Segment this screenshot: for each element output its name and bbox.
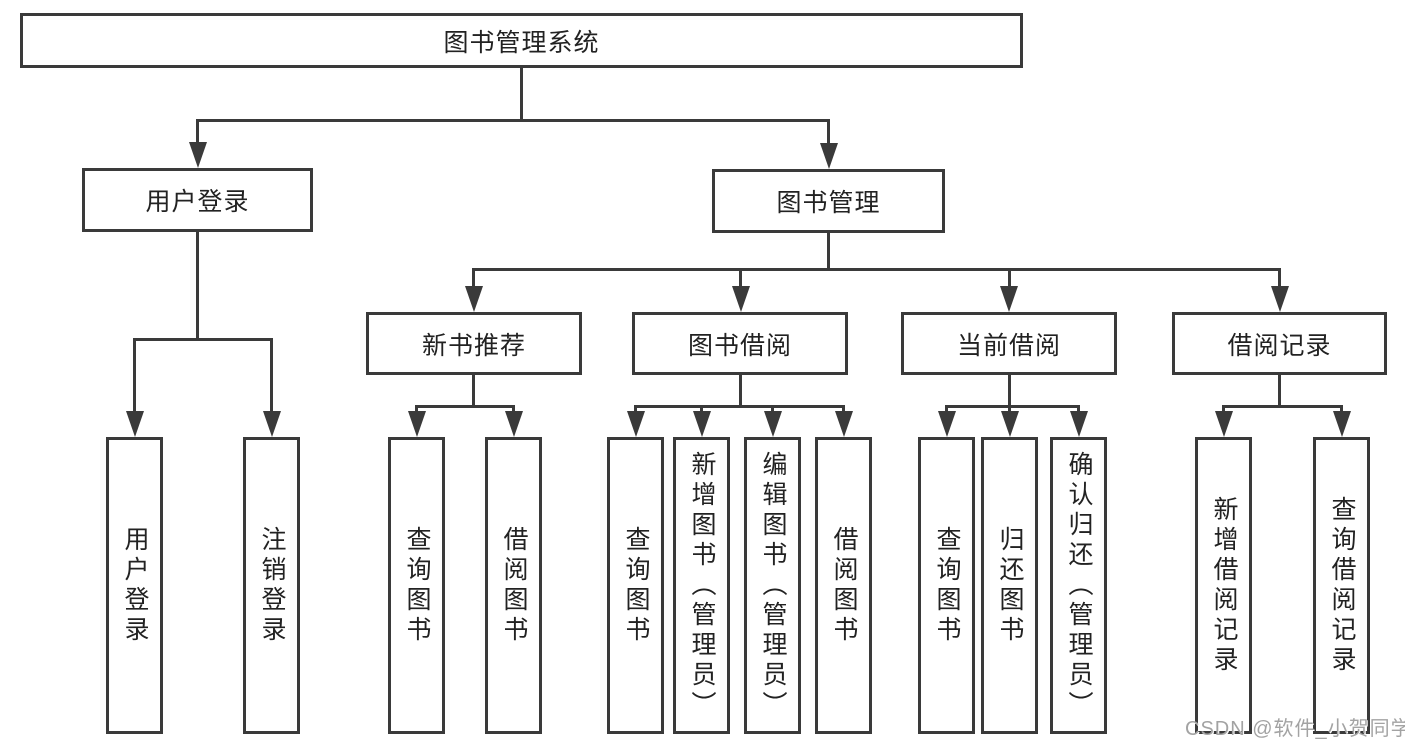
arrow-down-current-borrow xyxy=(1000,286,1018,312)
connector-drop-leaf-user-login xyxy=(133,338,136,415)
leaf-query-books-current-label: 查询图书 xyxy=(933,525,961,646)
leaf-query-books-recommend-label: 查询图书 xyxy=(403,525,431,646)
connector-drop xyxy=(634,405,637,415)
leaf-query-books-borrowing: 查询图书 xyxy=(607,437,664,734)
connector-current-borrow-stem xyxy=(1008,375,1011,408)
leaf-query-books-current: 查询图书 xyxy=(918,437,975,734)
connector-book-mgmt-bus xyxy=(472,268,1281,271)
connector-book-mgmt-stem xyxy=(827,233,830,271)
arrow-down-borrow-records xyxy=(1271,286,1289,312)
node-borrowing-records-label: 借阅记录 xyxy=(1227,331,1332,360)
leaf-query-books-recommend: 查询图书 xyxy=(388,437,445,734)
leaf-borrow-books-recommend-label: 借阅图书 xyxy=(500,525,528,646)
leaf-borrow-books-borrowing-label: 借阅图书 xyxy=(830,525,858,646)
connector-borrow-records-stem xyxy=(1278,375,1281,408)
node-book-borrowing-label: 图书借阅 xyxy=(687,331,792,360)
leaf-user-login: 用户登录 xyxy=(106,437,163,734)
connector-drop xyxy=(771,405,774,415)
leaf-user-login-label: 用户登录 xyxy=(121,525,149,646)
node-user-login-branch-label: 用户登录 xyxy=(145,188,250,216)
arrow-down-book-mgmt xyxy=(820,143,838,169)
connector-drop-borrow-records xyxy=(1278,268,1281,292)
arrow-down xyxy=(1333,411,1351,437)
leaf-add-borrow-record: 新增借阅记录 xyxy=(1195,437,1252,734)
node-book-management-label: 图书管理 xyxy=(776,189,881,217)
leaf-query-borrow-record: 查询借阅记录 xyxy=(1313,437,1370,734)
connector-drop xyxy=(842,405,845,415)
connector-drop-current-borrow xyxy=(1008,268,1011,292)
leaf-query-books-borrowing-label: 查询图书 xyxy=(622,525,650,646)
arrow-down xyxy=(408,411,426,437)
node-new-book-recommend: 新书推荐 xyxy=(366,312,582,375)
arrow-down xyxy=(505,411,523,437)
leaf-logout-label: 注销登录 xyxy=(258,525,286,646)
leaf-confirm-return-admin: 确认归还（管理员） xyxy=(1050,437,1107,734)
connector-user-login-stem xyxy=(196,232,199,341)
connector-book-borrow-stem xyxy=(739,375,742,408)
leaf-add-borrow-record-label: 新增借阅记录 xyxy=(1210,495,1238,676)
connector-drop xyxy=(1340,405,1343,415)
arrow-down xyxy=(835,411,853,437)
node-borrowing-records: 借阅记录 xyxy=(1172,312,1387,375)
leaf-borrow-books-recommend: 借阅图书 xyxy=(485,437,542,734)
connector-drop xyxy=(415,405,418,415)
arrow-down-leaf-logout xyxy=(263,411,281,437)
connector-drop xyxy=(700,405,703,415)
arrow-down xyxy=(627,411,645,437)
leaf-edit-book-admin: 编辑图书（管理员） xyxy=(744,437,801,734)
leaf-return-books: 归还图书 xyxy=(981,437,1038,734)
connector-user-login-bus xyxy=(133,338,273,341)
arrow-down xyxy=(1070,411,1088,437)
node-library-system: 图书管理系统 xyxy=(20,13,1023,68)
connector-drop xyxy=(512,405,515,415)
node-library-system-label: 图书管理系统 xyxy=(443,28,600,57)
node-current-borrowing-label: 当前借阅 xyxy=(956,331,1061,360)
connector-drop xyxy=(1008,405,1011,415)
connector-drop-user-login xyxy=(196,119,199,147)
node-user-login-branch: 用户登录 xyxy=(82,168,313,232)
connector-drop-new-book xyxy=(472,268,475,292)
arrow-down xyxy=(693,411,711,437)
connector-drop-book-mgmt xyxy=(827,119,830,147)
arrow-down-book-borrow xyxy=(732,286,750,312)
connector-drop xyxy=(1077,405,1080,415)
connector-drop-book-borrow xyxy=(739,268,742,292)
connector-drop-leaf-logout xyxy=(270,338,273,415)
arrow-down xyxy=(1215,411,1233,437)
leaf-return-books-label: 归还图书 xyxy=(996,525,1024,646)
connector-root-stem xyxy=(520,68,523,122)
arrow-down-user-login xyxy=(189,142,207,168)
arrow-down xyxy=(938,411,956,437)
connector-borrow-records-bus xyxy=(1222,405,1343,408)
connector-drop xyxy=(945,405,948,415)
arrow-down-new-book xyxy=(465,286,483,312)
arrow-down-leaf-user-login xyxy=(126,411,144,437)
csdn-watermark: CSDN @软件_小贺同学 xyxy=(1185,718,1405,740)
leaf-query-borrow-record-label: 查询借阅记录 xyxy=(1328,495,1356,676)
connector-current-borrow-bus xyxy=(945,405,1080,408)
connector-new-book-bus xyxy=(415,405,515,408)
connector-root-bus xyxy=(196,119,830,122)
leaf-add-book-admin: 新增图书（管理员） xyxy=(673,437,730,734)
node-book-borrowing: 图书借阅 xyxy=(632,312,848,375)
connector-book-borrow-bus xyxy=(634,405,845,408)
leaf-borrow-books-borrowing: 借阅图书 xyxy=(815,437,872,734)
leaf-confirm-return-admin-label: 确认归还（管理员） xyxy=(1065,450,1093,721)
connector-drop xyxy=(1222,405,1225,415)
leaf-add-book-admin-label: 新增图书（管理员） xyxy=(688,450,716,721)
leaf-edit-book-admin-label: 编辑图书（管理员） xyxy=(759,450,787,721)
arrow-down xyxy=(764,411,782,437)
arrow-down xyxy=(1001,411,1019,437)
leaf-logout: 注销登录 xyxy=(243,437,300,734)
connector-new-book-stem xyxy=(472,375,475,408)
node-current-borrowing: 当前借阅 xyxy=(901,312,1117,375)
node-new-book-recommend-label: 新书推荐 xyxy=(421,331,526,360)
node-book-management: 图书管理 xyxy=(712,169,945,233)
